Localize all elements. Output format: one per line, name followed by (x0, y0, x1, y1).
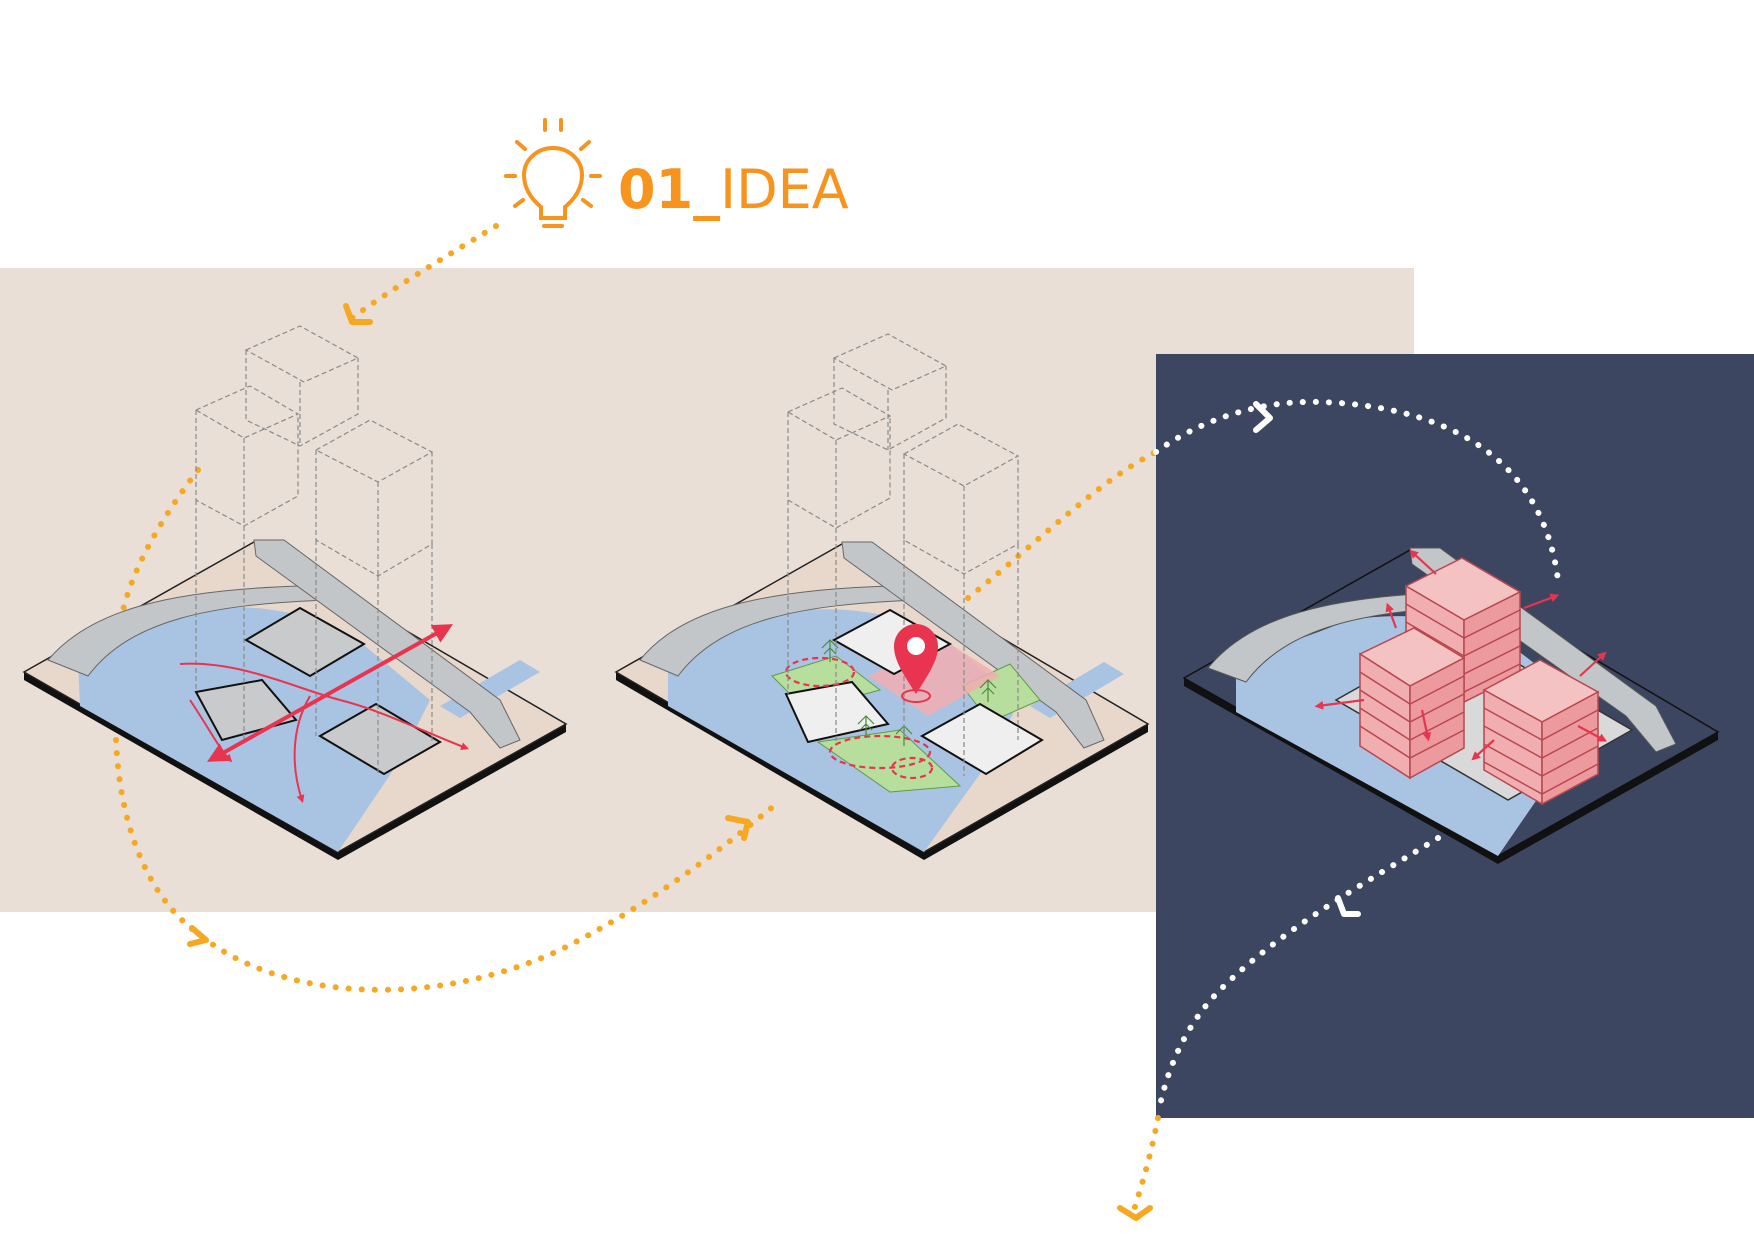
movement-arrows (207, 624, 453, 762)
flow-arrowhead-white-1 (1253, 401, 1273, 433)
flow-path-orange-5 (1131, 1115, 1161, 1213)
flow-arrowhead-1 (343, 303, 373, 325)
flow-path-orange-2 (117, 467, 201, 628)
flow-path-white-1 (1153, 398, 1561, 583)
flow-path-white-2 (1157, 835, 1441, 1108)
location-pin-icon (894, 624, 938, 703)
ghost-buildings (786, 333, 1020, 776)
expansion-arrows (1314, 549, 1608, 761)
flow-arrowhead-3a (187, 925, 209, 947)
title-number: 01_ (618, 158, 720, 221)
building-block-b (1358, 627, 1466, 780)
lightbulb-icon (504, 118, 602, 228)
tree-icon (821, 639, 997, 746)
flow-arrowhead-5 (1117, 1205, 1153, 1221)
flow-path-orange-4 (965, 449, 1159, 601)
block-3 (919, 702, 1044, 776)
flow-arrowhead-white-2 (1335, 895, 1361, 917)
title-word: IDEA (720, 158, 849, 221)
walking-loops (784, 656, 934, 780)
flow-path-orange-3 (113, 737, 778, 993)
flow-arrowhead-3b (725, 815, 751, 841)
road-diagonal (841, 541, 1105, 749)
diagram-massing (1182, 547, 1720, 864)
plaza (868, 640, 1000, 716)
movement-arrows-curved (179, 662, 469, 804)
building-block-c (1482, 659, 1600, 806)
page-title: 01_IDEA (618, 158, 849, 221)
diagram-site-analysis (22, 325, 568, 860)
diagram-public-space (614, 333, 1150, 860)
flow-path-orange-1 (349, 223, 499, 321)
